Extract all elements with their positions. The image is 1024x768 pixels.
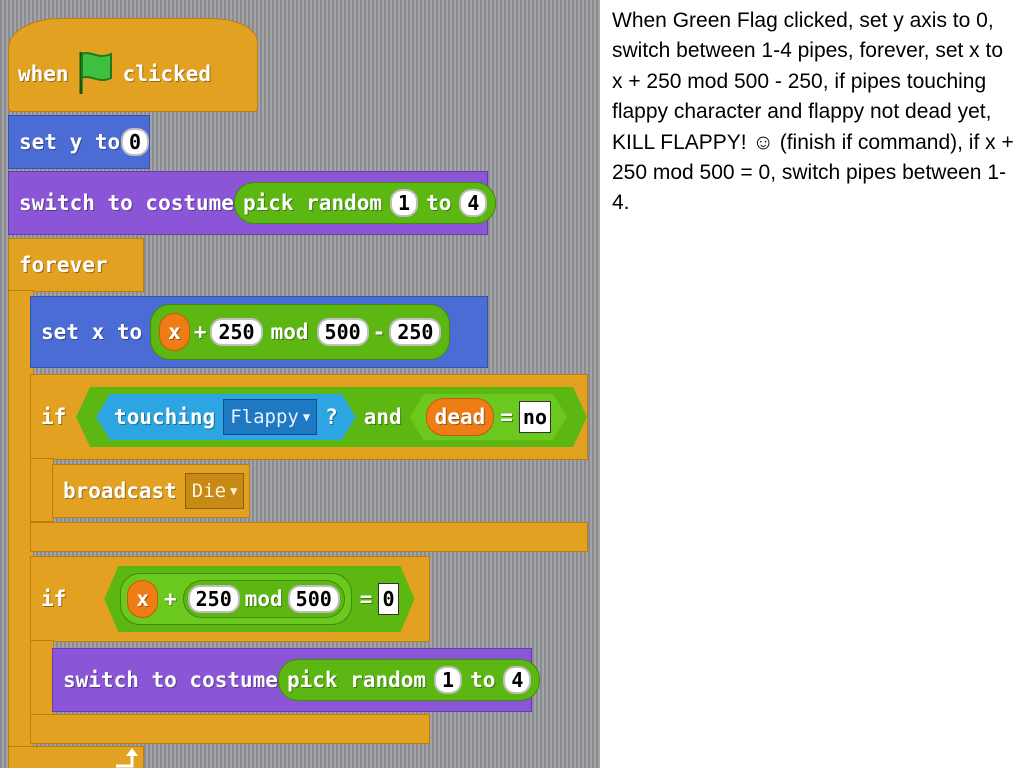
set-y-label: set y to: [19, 130, 121, 154]
if-reset-block[interactable]: if x + 250 mod 500 = 0: [30, 556, 430, 642]
broadcast-block[interactable]: broadcast Die ▼: [52, 464, 250, 518]
broadcast-message-value: Die: [191, 480, 227, 502]
plus-operator: +: [193, 320, 207, 344]
pick-random-reset-reporter[interactable]: pick random 1 to 4: [277, 659, 541, 701]
reset-sum-reporter[interactable]: x + 250 mod 500: [120, 573, 352, 625]
x-variable-reporter[interactable]: x: [159, 313, 190, 351]
reset-value-input[interactable]: 0: [378, 583, 398, 615]
mod-reset-reporter[interactable]: 250 mod 500: [183, 580, 345, 618]
pick-random-label: pick random: [242, 191, 383, 215]
broadcast-label: broadcast: [63, 479, 177, 503]
pick-random-reset-to-label: to: [470, 668, 496, 692]
set-y-input[interactable]: 0: [120, 128, 149, 156]
touching-label: touching: [114, 405, 216, 429]
set-x-label: set x to: [41, 320, 143, 344]
add-reset-input[interactable]: 250: [188, 585, 240, 613]
touching-sprite-value: Flappy: [230, 406, 299, 428]
clicked-label: clicked: [122, 62, 212, 86]
sub-input[interactable]: 250: [389, 318, 442, 346]
plus-reset-operator: +: [163, 587, 177, 611]
equals-label: =: [500, 405, 513, 429]
green-flag-icon: [77, 48, 115, 101]
if-touching-arm: [30, 458, 54, 522]
equals-reset-label: =: [359, 587, 373, 611]
pick-random-reporter[interactable]: pick random 1 to 4: [233, 182, 497, 224]
mod-operator: mod: [270, 320, 309, 344]
pick-random-reset-to-input[interactable]: 4: [503, 666, 532, 694]
description-text: When Green Flag clicked, set y axis to 0…: [612, 9, 1014, 215]
switch-costume-reset-label: switch to costume: [63, 668, 278, 692]
touching-sprite-dropdown[interactable]: Flappy ▼: [223, 399, 317, 435]
and-operator-block[interactable]: touching Flappy ▼ ? and dead = no: [76, 387, 587, 447]
touching-sensing-block[interactable]: touching Flappy ▼ ?: [96, 394, 356, 440]
equals-operator-block[interactable]: dead = no: [410, 394, 567, 440]
question-mark: ?: [325, 405, 338, 429]
forever-label: forever: [19, 253, 108, 277]
pick-random-to-label: to: [426, 191, 452, 215]
mod-input[interactable]: 500: [316, 318, 369, 346]
pick-random-from-input[interactable]: 1: [390, 189, 419, 217]
broadcast-message-dropdown[interactable]: Die ▼: [184, 473, 245, 509]
script-area[interactable]: when clicked set y to 0 switch to costum…: [0, 0, 600, 768]
dead-value-input[interactable]: no: [519, 401, 551, 433]
switch-costume-label: switch to costume: [19, 191, 234, 215]
pick-random-reset-from-input[interactable]: 1: [434, 666, 463, 694]
if-touching-end: [30, 522, 588, 552]
when-flag-clicked-content: when clicked: [8, 44, 211, 104]
if-reset-arm: [30, 640, 54, 716]
forever-block[interactable]: forever: [8, 238, 144, 292]
when-label: when: [18, 62, 69, 86]
add-input[interactable]: 250: [210, 318, 263, 346]
and-label: and: [363, 405, 402, 429]
set-y-block[interactable]: set y to 0: [8, 115, 150, 169]
switch-costume-block[interactable]: switch to costume pick random 1 to 4: [8, 171, 497, 235]
loop-arrow-icon: [112, 746, 138, 768]
equals-reset-block[interactable]: x + 250 mod 500 = 0: [104, 566, 414, 632]
when-flag-clicked-block[interactable]: [8, 18, 258, 112]
chevron-down-icon: ▼: [230, 484, 238, 498]
dead-variable-reporter[interactable]: dead: [426, 398, 495, 436]
pick-random-reset-label: pick random: [286, 668, 427, 692]
chevron-down-icon: ▼: [302, 410, 311, 424]
x-reset-variable-reporter[interactable]: x: [127, 580, 158, 618]
if-label: if: [41, 405, 67, 429]
forever-end: [8, 746, 144, 768]
if-touching-block[interactable]: if touching Flappy ▼ ? and dead = n: [30, 374, 588, 460]
set-x-expression[interactable]: x + 250 mod 500 - 250: [150, 304, 451, 360]
mod-reset-label: mod: [244, 587, 283, 611]
mod-reset-input[interactable]: 500: [288, 585, 340, 613]
pick-random-to-input[interactable]: 4: [459, 189, 488, 217]
set-x-block[interactable]: set x to x + 250 mod 500 - 250: [30, 296, 488, 368]
if-reset-label: if: [41, 587, 67, 611]
minus-operator: -: [372, 320, 386, 344]
if-reset-end: [30, 714, 430, 744]
switch-costume-reset-block[interactable]: switch to costume pick random 1 to 4: [52, 648, 541, 712]
